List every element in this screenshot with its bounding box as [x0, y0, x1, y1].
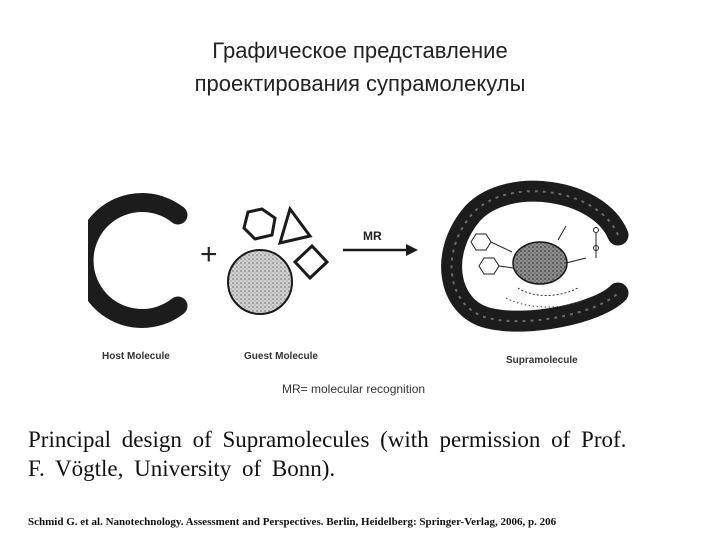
triangle-guest: [277, 205, 313, 246]
plus-sign: +: [200, 238, 218, 271]
slide-title: Графическое представление проектирования…: [0, 34, 720, 100]
bibliographic-reference: Schmid G. et al. Nanotechnology. Assessm…: [28, 516, 557, 528]
sphere-guest: [227, 249, 293, 315]
mr-footnote: MR= molecular recognition: [282, 382, 426, 396]
hexagon-guest: [242, 207, 277, 241]
title-line-2: проектирования супрамолекулы: [194, 71, 526, 96]
diamond-guest: [292, 243, 330, 281]
guest-molecules: [227, 205, 330, 315]
host-molecule-label: Host Molecule: [102, 351, 170, 362]
figure-caption: Principal design of Supramolecules (with…: [28, 425, 698, 483]
supramolecule-diagram: + MR Host Molecule Guest Molecule Supram…: [88, 180, 629, 366]
host-molecule: [88, 193, 188, 328]
caption-line-1: Principal design of Supramolecules (with…: [28, 427, 627, 452]
arrow-label: MR: [363, 229, 382, 243]
caption-line-2: F. Vögtle, University of Bonn).: [28, 456, 336, 481]
bound-guest: [512, 241, 568, 285]
supramolecule: [441, 180, 629, 332]
supramolecule-label: Supramolecule: [506, 355, 578, 366]
recognition-arrow: MR: [343, 229, 418, 256]
guest-molecule-label: Guest Molecule: [244, 351, 318, 362]
title-line-1: Графическое представление: [212, 38, 508, 63]
